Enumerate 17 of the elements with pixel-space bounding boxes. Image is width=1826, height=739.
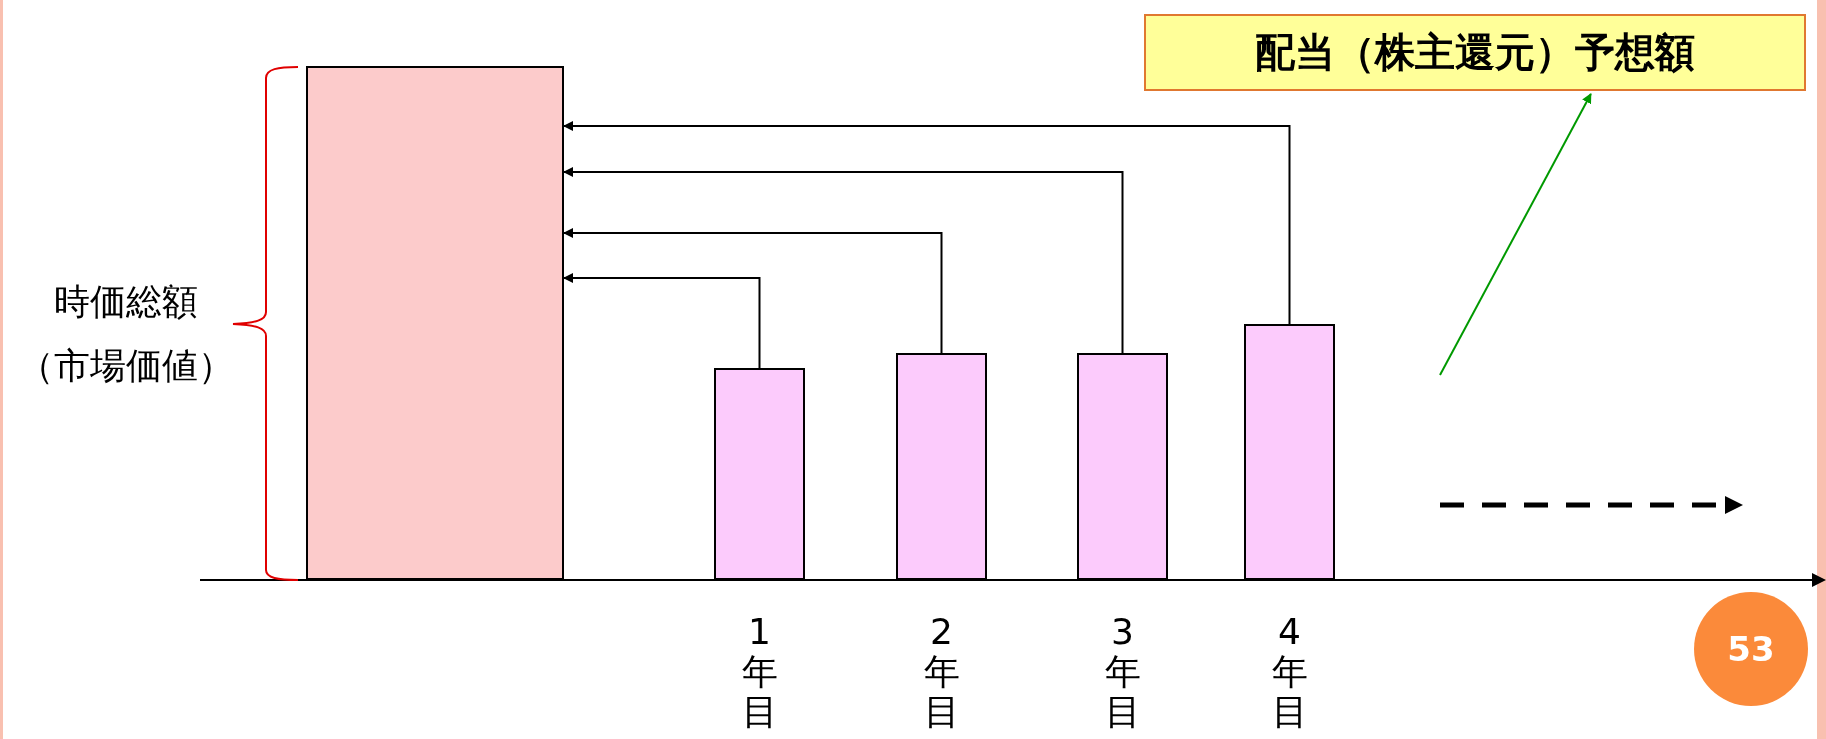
axis-label: 時価総額（市場価値） [17,280,235,388]
bar [1077,353,1168,580]
title-box: 配当（株主還元）予想額 [1144,14,1806,91]
bar [1244,324,1335,580]
year-label: 3年目 [1103,612,1142,732]
page-number-badge: 53 [1694,592,1808,706]
arrow [563,167,1124,354]
arrow [563,121,1291,325]
arrow [1439,93,1592,376]
year-label: 1年目 [740,612,779,732]
bar [714,368,805,580]
bar [306,66,564,580]
arrow [563,273,761,369]
arrow [563,228,943,354]
year-label: 4年目 [1270,612,1309,732]
bar [896,353,987,580]
year-label: 2年目 [922,612,961,732]
